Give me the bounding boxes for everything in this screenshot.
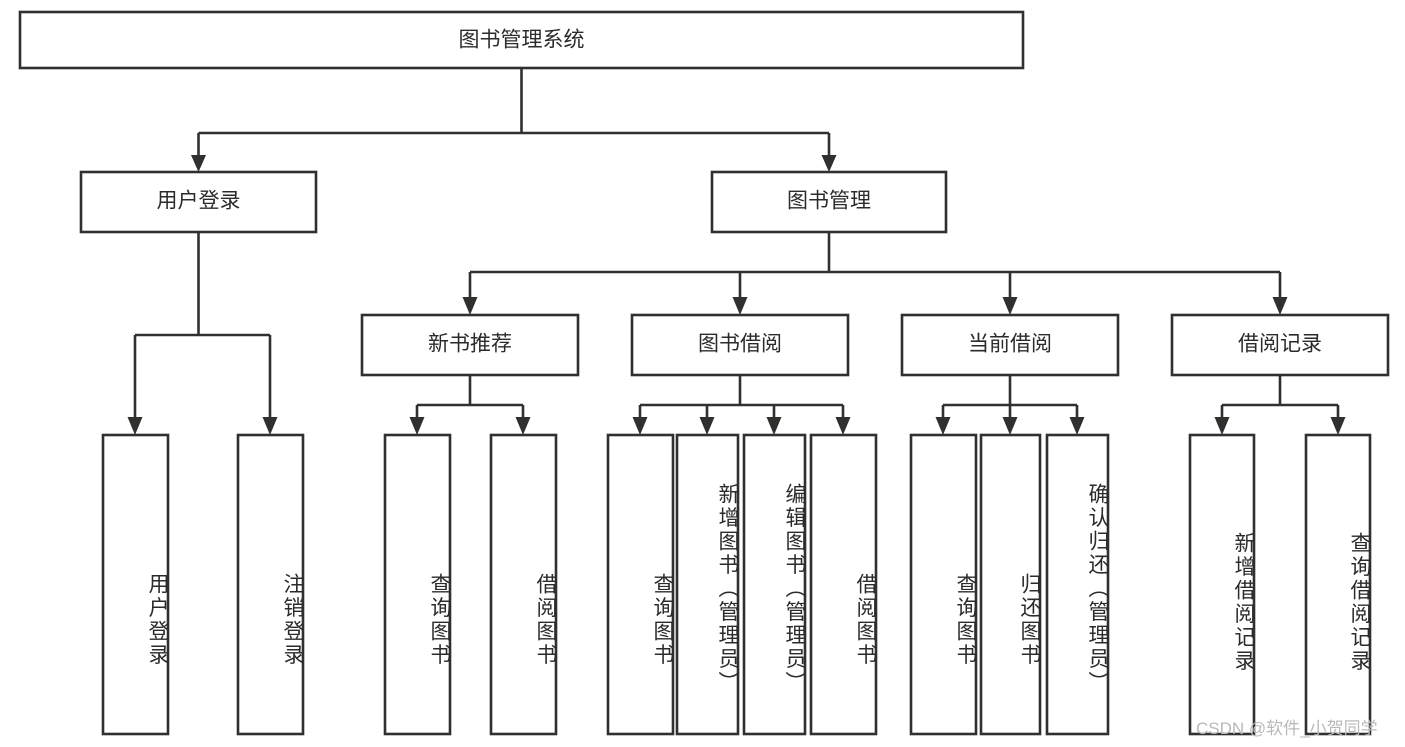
node-label-book-manage: 图书管理 xyxy=(787,190,871,213)
arrow-head-leaf-confirm-return xyxy=(1069,417,1085,435)
arrow-head-leaf-return-book xyxy=(1002,417,1018,435)
node-box-leaf-query-book-2[interactable] xyxy=(606,433,675,736)
arrow-head-borrow-record xyxy=(1272,297,1288,315)
watermark-label: CSDN @软件_小贺同学 xyxy=(1196,719,1378,738)
arrow-head-leaf-borrow-book-2 xyxy=(835,417,851,435)
arrow-head-leaf-query-book-2 xyxy=(632,417,648,435)
node-box-leaf-add-record[interactable] xyxy=(1188,433,1256,736)
node-label-new-book-recommend: 新书推荐 xyxy=(428,333,512,356)
arrow-head-book-borrow xyxy=(732,297,748,315)
connector-layer xyxy=(127,68,1346,435)
node-box-leaf-add-book[interactable] xyxy=(675,433,740,736)
node-layer: 图书管理系统 用户登录 图书管理 新书推荐 图书借阅 当前借阅 借阅记录 xyxy=(18,10,1390,736)
node-box-new-book-recommend[interactable] xyxy=(360,313,580,377)
node-box-root[interactable] xyxy=(18,10,1025,70)
node-box-leaf-return-book[interactable] xyxy=(979,433,1042,736)
node-box-current-borrow[interactable] xyxy=(900,313,1120,377)
arrow-head-leaf-query-book-3 xyxy=(935,417,951,435)
arrow-head-leaf-add-book xyxy=(699,417,715,435)
node-box-leaf-borrow-book-1[interactable] xyxy=(489,433,558,736)
node-label-current-borrow: 当前借阅 xyxy=(968,333,1052,356)
node-box-leaf-user-login[interactable] xyxy=(101,433,170,736)
node-box-leaf-confirm-return[interactable] xyxy=(1045,433,1110,736)
node-box-user-login[interactable] xyxy=(79,170,318,234)
arrow-head-leaf-borrow-book-1 xyxy=(515,417,531,435)
node-box-leaf-edit-book[interactable] xyxy=(742,433,807,736)
node-label-root: 图书管理系统 xyxy=(459,29,585,52)
arrow-head-current-borrow xyxy=(1002,297,1018,315)
node-box-borrow-record[interactable] xyxy=(1170,313,1390,377)
node-label-book-borrow: 图书借阅 xyxy=(698,333,782,356)
node-box-leaf-query-record[interactable] xyxy=(1304,433,1372,736)
arrow-head-new-book-recommend xyxy=(462,297,478,315)
node-box-leaf-query-book-3[interactable] xyxy=(909,433,978,736)
node-box-leaf-borrow-book-2[interactable] xyxy=(809,433,878,736)
arrow-head-leaf-query-book-1 xyxy=(409,417,425,435)
node-box-book-borrow[interactable] xyxy=(630,313,850,377)
node-label-borrow-record: 借阅记录 xyxy=(1238,333,1322,356)
arrow-head-leaf-add-record xyxy=(1214,417,1230,435)
arrow-head-leaf-user-login xyxy=(127,417,143,435)
arrow-head-leaf-query-record xyxy=(1330,417,1346,435)
node-box-leaf-query-book-1[interactable] xyxy=(383,433,452,736)
arrow-head-book-manage xyxy=(821,155,837,172)
arrow-head-leaf-logout-login xyxy=(262,417,278,435)
arrow-head-leaf-edit-book xyxy=(766,417,782,435)
node-box-leaf-logout-login[interactable] xyxy=(236,433,305,736)
node-label-user-login: 用户登录 xyxy=(157,190,241,213)
node-box-book-manage[interactable] xyxy=(710,170,948,234)
arrow-head-user-login xyxy=(191,155,206,172)
